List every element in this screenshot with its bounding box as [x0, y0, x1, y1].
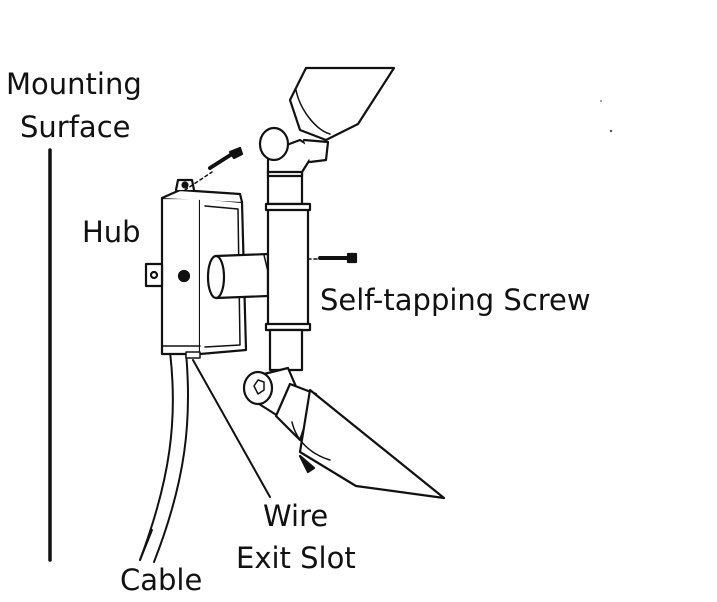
tee-body [264, 168, 312, 372]
lower-fixture [242, 366, 446, 500]
self-tapping-screw-label: Self-tapping Screw [320, 283, 591, 317]
upper-fixture [258, 66, 396, 174]
wire-exit-slot-label-line1: Wire [263, 499, 329, 533]
cable-label: Cable [120, 563, 203, 597]
hub-box [144, 178, 248, 359]
wire-exit-slot-label-line2: Exit Slot [236, 541, 356, 575]
mounting-surface-label-line2: Surface [20, 110, 131, 144]
wire-exit-leader [192, 359, 271, 498]
cable [139, 351, 190, 563]
hub-screw [184, 146, 244, 191]
mounting-surface-label-line1: Mounting [6, 67, 142, 101]
tee-screw [307, 252, 358, 264]
stray-mark [609, 129, 613, 133]
hub-nipple [206, 252, 270, 300]
cable-leader [139, 529, 153, 561]
stray-mark [600, 100, 602, 102]
hub-label: Hub [82, 215, 141, 249]
